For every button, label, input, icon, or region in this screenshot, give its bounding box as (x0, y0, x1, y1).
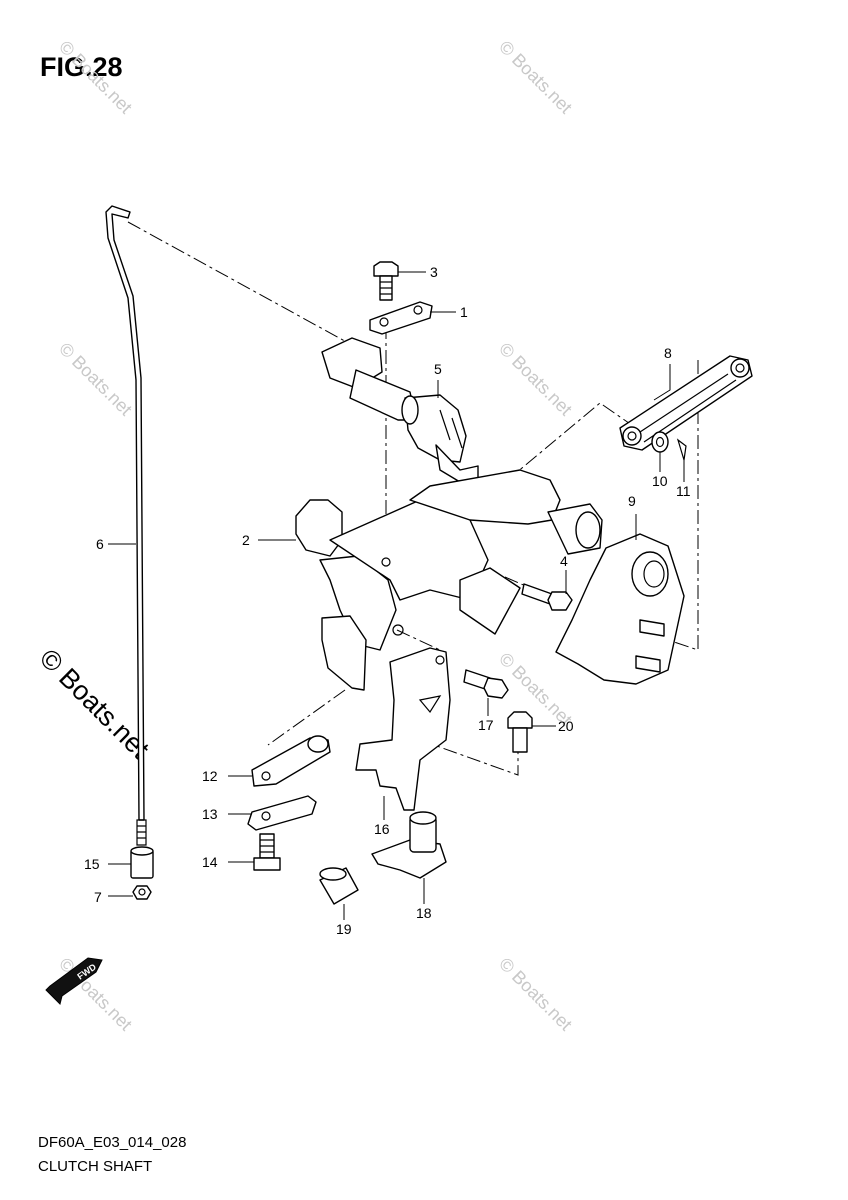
top-plate (369, 301, 433, 335)
figure-title: FIG.28 (40, 52, 123, 82)
shift-lever-bracket (295, 469, 603, 691)
callout-6: 6 (96, 536, 104, 552)
leader-lines (108, 271, 685, 920)
lower-lever (251, 735, 331, 787)
diagram-name: CLUTCH SHAFT (38, 1158, 153, 1175)
callout-4: 4 (560, 553, 568, 569)
callout-19: 19 (336, 921, 352, 937)
watermark: © Boats.net (55, 37, 136, 118)
bushing (319, 867, 359, 905)
callouts: 1 2 3 4 5 6 7 8 9 10 11 12 13 14 15 16 1… (84, 264, 691, 937)
callout-9: 9 (628, 493, 636, 509)
watermark: © Boats.net (55, 339, 136, 420)
top-bolt (373, 261, 399, 301)
callout-12: 12 (202, 768, 218, 784)
callout-5: 5 (434, 361, 442, 377)
watermark: © Boats.net (495, 954, 576, 1035)
callout-16: 16 (374, 821, 390, 837)
callout-8: 8 (664, 345, 672, 361)
callout-14: 14 (202, 854, 218, 870)
lower-plate (247, 795, 317, 831)
fwd-arrow-icon: FWD (45, 957, 103, 1005)
clutch-link (321, 337, 479, 483)
callout-1: 1 (460, 304, 468, 320)
callout-3: 3 (430, 264, 438, 280)
watermark-dark: © Boats.net (34, 643, 156, 765)
callout-18: 18 (416, 905, 432, 921)
mid-bolt (463, 669, 509, 699)
callout-11: 11 (676, 483, 691, 499)
clutch-rod (105, 205, 147, 846)
callout-7: 7 (94, 889, 102, 905)
right-bolt (507, 711, 533, 753)
watermark: © Boats.net (495, 37, 576, 118)
washer (651, 431, 669, 453)
lower-bolt (253, 833, 281, 871)
cotter-pin (676, 438, 687, 461)
shift-cam-housing (555, 533, 685, 685)
callout-10: 10 (652, 473, 668, 489)
callout-13: 13 (202, 806, 218, 822)
side-bolt (521, 583, 573, 611)
diagram-code: DF60A_E03_014_028 (38, 1134, 187, 1151)
shift-bracket-plate (355, 647, 451, 811)
rod-nut (132, 885, 152, 900)
callout-20: 20 (558, 718, 574, 734)
callout-17: 17 (478, 717, 494, 733)
shift-fork (371, 811, 447, 879)
callout-15: 15 (84, 856, 100, 872)
watermark: © Boats.net (495, 339, 576, 420)
callout-2: 2 (242, 532, 250, 548)
rod-spacer (130, 846, 154, 879)
link-arm (619, 355, 753, 451)
